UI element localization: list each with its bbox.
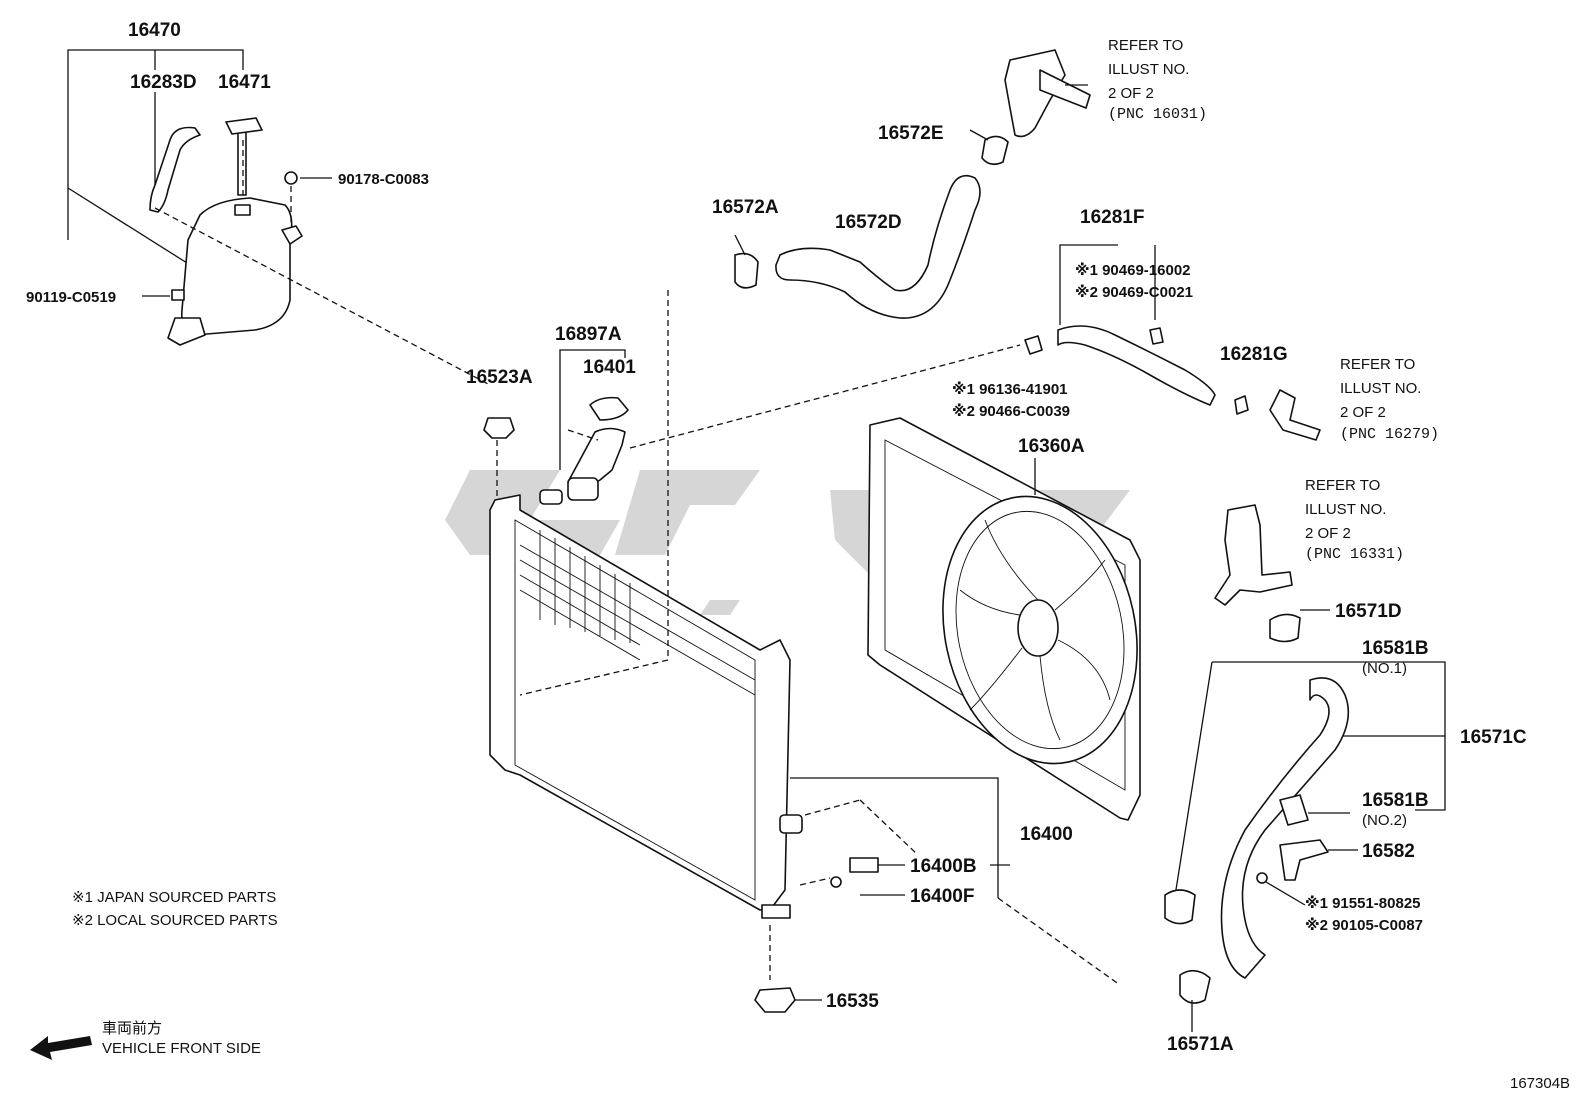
label-16582: 16582 xyxy=(1362,841,1415,862)
label-clamp-local: ※2 90466-C0039 xyxy=(952,402,1070,420)
label-16535: 16535 xyxy=(826,991,879,1012)
radiator-lower-mount xyxy=(754,987,822,1013)
note-japan-sourced: ※1 JAPAN SOURCED PARTS xyxy=(72,889,276,906)
label-90178-C0083: 90178-C0083 xyxy=(338,171,429,188)
label-16360A: 16360A xyxy=(1018,436,1085,457)
fan-shroud-assembly xyxy=(867,417,1141,821)
label-16897A: 16897A xyxy=(555,324,622,345)
refer-to-note-2: REFER TO ILLUST NO. 2 OF 2 (PNC 16279) xyxy=(1340,356,1439,443)
refer-to-note-3: REFER TO ILLUST NO. 2 OF 2 (PNC 16331) xyxy=(1305,477,1404,563)
label-16401: 16401 xyxy=(583,357,636,378)
label-16581B-no1: 16581B xyxy=(1362,638,1429,659)
label-90119-C0519: 90119-C0519 xyxy=(26,289,116,306)
front-label-jp: 車両前方 xyxy=(102,1020,162,1037)
label-16281F-jp: ※1 90469-16002 xyxy=(1075,261,1191,279)
ref3-line3: 2 OF 2 xyxy=(1305,525,1351,542)
label-16281F-local: ※2 90469-C0021 xyxy=(1075,283,1193,301)
label-clamp-jp: ※1 96136-41901 xyxy=(952,380,1068,398)
ref1-line4: (PNC 16031) xyxy=(1108,106,1207,123)
label-16581B-no1-note: (NO.1) xyxy=(1362,660,1407,677)
radiator-core xyxy=(489,290,803,980)
ref2-line1: REFER TO xyxy=(1340,356,1415,373)
label-16572E: 16572E xyxy=(878,123,944,144)
lower-hose-group xyxy=(1164,504,1446,1004)
ref1-line3: 2 OF 2 xyxy=(1108,85,1154,102)
label-16572D: 16572D xyxy=(835,212,902,233)
label-bolt-local: ※2 90105-C0087 xyxy=(1305,916,1423,934)
label-bolt-jp: ※1 91551-80825 xyxy=(1305,894,1421,912)
label-16571C: 16571C xyxy=(1460,727,1527,748)
label-16400B: 16400B xyxy=(910,856,977,877)
ref1-line1: REFER TO xyxy=(1108,37,1183,54)
label-16581B-no2-note: (NO.2) xyxy=(1362,812,1407,829)
ref1-line2: ILLUST NO. xyxy=(1108,61,1189,78)
ref2-line3: 2 OF 2 xyxy=(1340,404,1386,421)
vehicle-front-arrow-icon xyxy=(30,1036,92,1060)
label-16400: 16400 xyxy=(1020,824,1073,845)
label-16400F: 16400F xyxy=(910,886,974,907)
label-16571A: 16571A xyxy=(1167,1034,1234,1055)
label-16281F: 16281F xyxy=(1080,207,1144,228)
label-16581B-no2: 16581B xyxy=(1362,790,1429,811)
ref2-line4: (PNC 16279) xyxy=(1340,426,1439,443)
radiator-upper-mount xyxy=(483,417,515,500)
radiator-fins xyxy=(519,530,756,696)
ref2-line2: ILLUST NO. xyxy=(1340,380,1421,397)
radiator-cap-group xyxy=(559,344,1021,501)
label-16471: 16471 xyxy=(218,72,271,93)
label-16283D: 16283D xyxy=(130,72,197,93)
label-16572A: 16572A xyxy=(712,197,779,218)
label-16571D: 16571D xyxy=(1335,601,1402,622)
label-16523A: 16523A xyxy=(466,367,533,388)
ref3-line1: REFER TO xyxy=(1305,477,1380,494)
front-label-en: VEHICLE FRONT SIDE xyxy=(102,1040,261,1057)
reserve-hose-group xyxy=(1024,244,1321,441)
reserve-tank-assembly xyxy=(67,49,491,386)
ref3-line2: ILLUST NO. xyxy=(1305,501,1386,518)
illustration-number: 167304B xyxy=(1510,1075,1570,1092)
label-16470: 16470 xyxy=(128,20,181,41)
note-local-sourced: ※2 LOCAL SOURCED PARTS xyxy=(72,912,278,929)
refer-to-note-1: REFER TO ILLUST NO. 2 OF 2 (PNC 16031) xyxy=(1108,37,1207,123)
upper-hose-group xyxy=(734,49,1091,319)
label-16281G: 16281G xyxy=(1220,344,1288,365)
ref3-line4: (PNC 16331) xyxy=(1305,546,1404,563)
